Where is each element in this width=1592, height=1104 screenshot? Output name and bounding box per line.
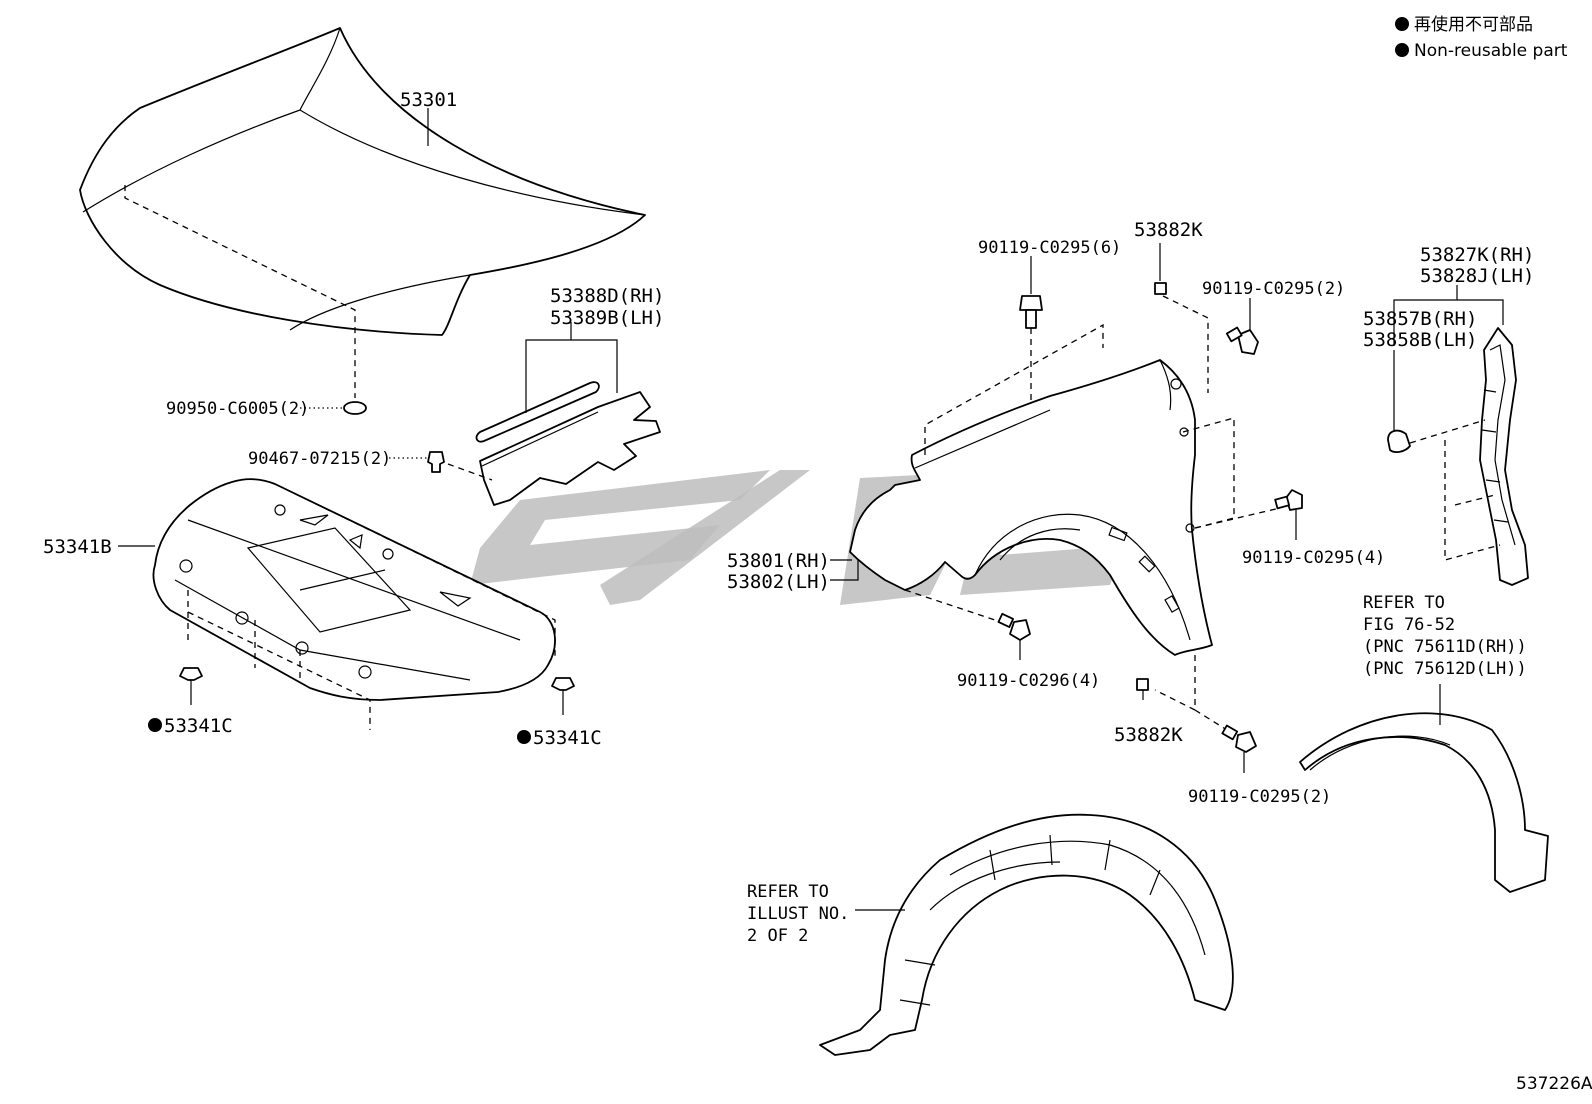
bolt-mid-right-icon	[1274, 489, 1303, 540]
note-refer-illust-1: REFER TO	[747, 882, 829, 902]
label-clip-left: 53341C	[164, 715, 233, 737]
bolt-bottom-right-icon	[1221, 724, 1257, 773]
fender-dash-nut	[1162, 295, 1209, 393]
hood-cushion-dash	[124, 185, 356, 398]
label-retainer-lh: 53858B(LH)	[1363, 329, 1477, 351]
clip-left-icon	[179, 667, 203, 705]
hood-insulator	[152, 478, 556, 701]
label-clip-screw: 90467-07215(2)	[248, 449, 391, 469]
label-hood-cushion: 90950-C6005(2)	[166, 399, 309, 419]
label-fender-rh: 53801(RH)	[727, 550, 830, 572]
label-hood-seal-lh: 53389B(LH)	[550, 307, 664, 329]
clip-right-icon	[551, 677, 575, 715]
fender-dash-bottom	[1154, 655, 1196, 712]
nut-top-icon	[1154, 243, 1167, 295]
note-refer-fig-2: FIG 76-52	[1363, 615, 1455, 635]
insulator-dash-top	[274, 483, 556, 660]
label-retainer-rh: 53857B(RH)	[1363, 308, 1477, 330]
legend-label-jp: 再使用不可部品	[1414, 14, 1533, 35]
label-seal-rh: 53827K(RH)	[1420, 244, 1534, 266]
label-clip-right: 53341C	[533, 727, 602, 749]
label-bolt-mid-right: 90119-C0295(4)	[1242, 548, 1385, 568]
label-bolt-top-right: 90119-C0295(2)	[1202, 279, 1345, 299]
label-bolt-bottom-right: 90119-C0295(2)	[1188, 787, 1331, 807]
clip-right-nonreusable-marker	[517, 730, 531, 744]
illustration-id: 537226A	[1516, 1074, 1592, 1094]
clip-screw-dash	[447, 463, 493, 481]
label-nut-top: 53882K	[1134, 219, 1203, 241]
bolt-top-icon	[1019, 256, 1043, 329]
retainer-dash-3	[1454, 494, 1496, 506]
retainer-icon	[1387, 350, 1411, 453]
fender-dash-bottom-bolt	[1194, 709, 1236, 736]
note-refer-illust-3: 2 OF 2	[747, 926, 808, 946]
legend-label-en: Non-reusable part	[1414, 41, 1568, 61]
fender-dash-bolt4	[1194, 507, 1281, 529]
note-refer-fig-1: REFER TO	[1363, 593, 1445, 613]
retainer-dash	[1409, 419, 1486, 444]
bolt-top-right-icon	[1225, 298, 1259, 355]
fender-dash-lower-bolt	[904, 589, 1011, 626]
hood-seal-strip	[475, 381, 661, 506]
nut-bottom-icon	[1136, 678, 1149, 700]
label-hood: 53301	[400, 89, 457, 111]
label-hood-seal-rh: 53388D(RH)	[550, 285, 664, 307]
front-fender	[849, 359, 1213, 656]
hood	[79, 27, 646, 336]
fender-liner	[819, 813, 1234, 1056]
fender-dash-side	[1182, 417, 1235, 529]
fender-leader	[830, 559, 859, 581]
label-fender-lh: 53802(LH)	[727, 571, 830, 593]
note-refer-illust-2: ILLUST NO.	[747, 904, 849, 924]
label-bolt-lower-left: 90119-C0296(4)	[957, 671, 1100, 691]
wheel-arch-molding	[1299, 712, 1549, 893]
cushion-icon	[343, 401, 367, 415]
note-refer-fig-3: (PNC 75611D(RH))	[1363, 637, 1527, 657]
bolt-lower-left-icon	[997, 612, 1031, 660]
note-refer-fig-4: (PNC 75612D(LH))	[1363, 659, 1527, 679]
fender-side-seal	[1479, 327, 1529, 586]
legend-marker-en	[1395, 43, 1409, 57]
retainer-dash-2	[1444, 440, 1501, 561]
clip-left-nonreusable-marker	[148, 718, 162, 732]
seal-bracket-right	[1393, 299, 1504, 346]
fender-dash-top	[924, 323, 1104, 455]
label-bolt-top: 90119-C0295(6)	[978, 238, 1121, 258]
label-insulator: 53341B	[43, 536, 112, 558]
legend-marker-jp	[1395, 17, 1409, 31]
label-nut-bottom: 53882K	[1114, 724, 1183, 746]
insulator-dash-bottom	[187, 611, 371, 730]
clip-screw-icon	[427, 451, 445, 473]
label-seal-lh: 53828J(LH)	[1420, 265, 1534, 287]
